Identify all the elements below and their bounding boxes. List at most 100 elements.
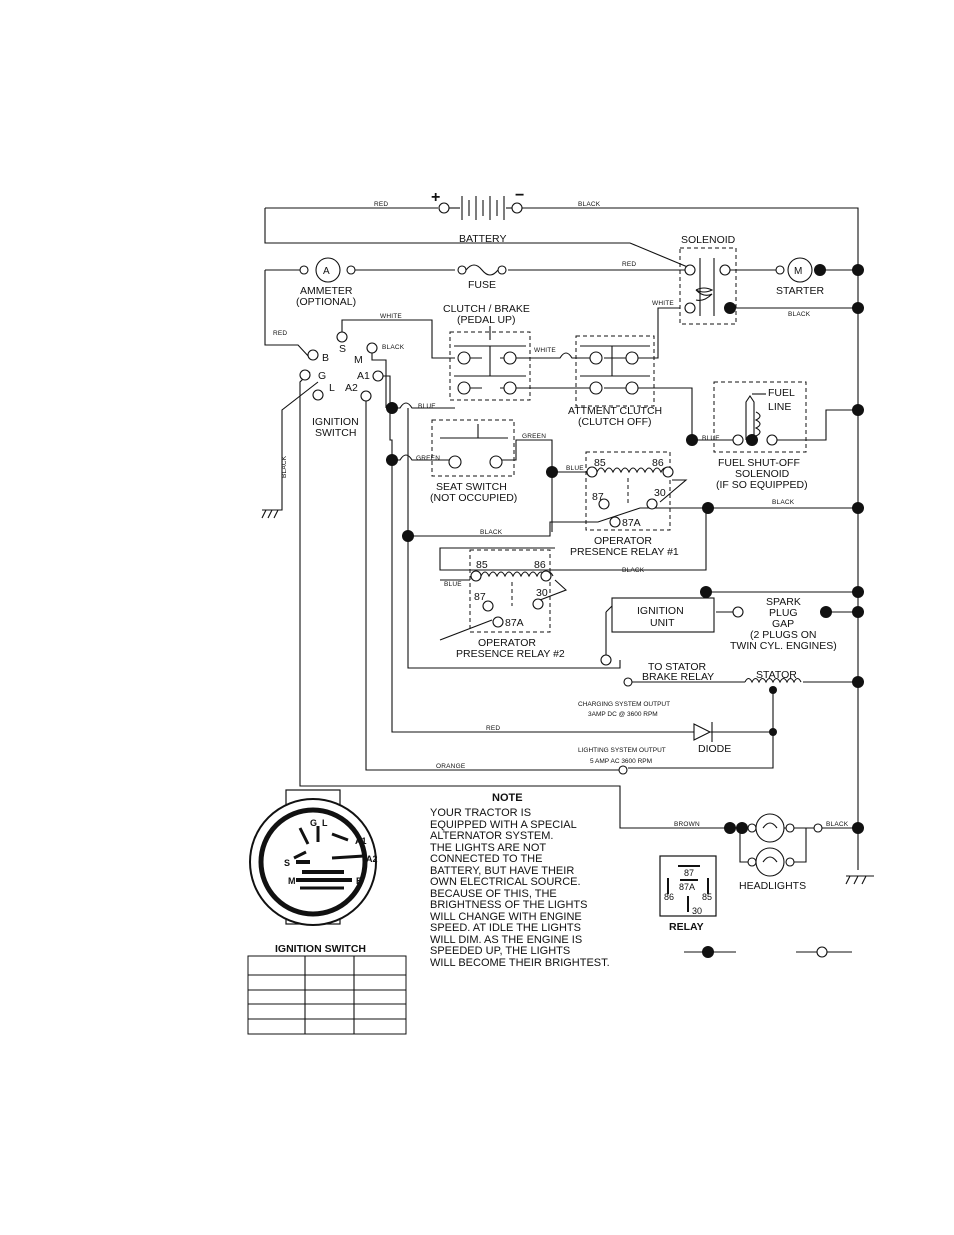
ammeter-symbol: A: [323, 266, 330, 277]
wire-label: BROWN: [674, 821, 700, 828]
ignition-terminal-l: L: [329, 382, 335, 394]
battery-plus: +: [431, 189, 440, 206]
relay2-terminal-87a: 87A: [505, 617, 524, 629]
starter-label: STARTER: [776, 285, 824, 297]
relay1-terminal-86: 86: [652, 457, 664, 469]
wire-label: RED: [374, 201, 388, 208]
note-line: ALTERNATOR SYSTEM.: [430, 830, 553, 842]
ignition-switch-label: IGNITION: [312, 416, 359, 428]
ignition-unit-label-2: UNIT: [650, 617, 675, 629]
switch-view-g: G: [310, 818, 317, 828]
note-line: EQUIPPED WITH A SPECIAL: [430, 819, 577, 831]
wire-label: BLUE: [702, 435, 720, 442]
relay2-terminal-87: 87: [474, 591, 486, 603]
headlights: HEADLIGHTS: [724, 813, 823, 892]
wire-label: BLACK: [281, 455, 288, 478]
stator: TO STATOR BRAKE RELAY STATOR CHARGING SY…: [578, 654, 802, 718]
operator-presence-relay-1: 85 86 87 30 87A OPERATOR PRESENCE RELAY …: [570, 457, 679, 558]
seat-switch-label: SEAT SWITCH: [436, 481, 507, 493]
switch-view-a2: A2: [366, 854, 378, 864]
wire-label: GREEN: [522, 433, 546, 440]
ammeter-sublabel: (OPTIONAL): [296, 296, 356, 308]
note-line: CONNECTED TO THE: [430, 853, 542, 865]
attment-clutch-switch: ATTMENT CLUTCH (CLUTCH OFF): [568, 345, 662, 428]
ignition-terminal-s: S: [339, 343, 346, 355]
dashed-boxes: [431, 247, 807, 633]
switch-view-a1: A1: [355, 836, 367, 846]
wire-label: RED: [486, 725, 500, 732]
charging-output-label: CHARGING SYSTEM OUTPUT: [578, 701, 670, 708]
legend-86: 86: [664, 892, 674, 902]
battery: + − BATTERY: [431, 187, 524, 245]
note-line: SPEEDED UP, THE LIGHTS: [430, 945, 570, 957]
spark-plug-label-4: (2 PLUGS ON: [750, 629, 817, 641]
relay2-terminal-30: 30: [536, 587, 548, 599]
wire-label: ORANGE: [436, 763, 466, 770]
fuel-solenoid-label-3: (IF SO EQUIPPED): [716, 479, 808, 491]
wire-label: WHITE: [534, 347, 556, 354]
seat-switch: SEAT SWITCH (NOT OCCUPIED): [430, 424, 517, 504]
switch-view-s: S: [284, 858, 290, 868]
wire-label: BLACK: [382, 344, 405, 351]
wire-label: BLUE: [566, 465, 584, 472]
battery-minus: −: [515, 187, 524, 204]
clutch-brake-sublabel: (PEDAL UP): [457, 314, 516, 326]
seat-switch-label-2: (NOT OCCUPIED): [430, 492, 517, 504]
ignition-switch-label-2: SWITCH: [315, 427, 356, 439]
wire-label: WHITE: [652, 300, 674, 307]
spark-plug-label-3: GAP: [772, 618, 794, 630]
fuel-solenoid-label: FUEL SHUT-OFF: [718, 457, 800, 469]
clutch-brake-switch: CLUTCH / BRAKE (PEDAL UP): [443, 303, 530, 395]
solenoid-label: SOLENOID: [681, 234, 736, 246]
ignition-terminal-m: M: [354, 354, 363, 366]
note-line: SPEED. AT IDLE THE LIGHTS: [430, 922, 581, 934]
note-line: WILL CHANGE WITH ENGINE: [430, 911, 582, 923]
relay1-label: OPERATOR: [594, 535, 652, 547]
symbol-legend: [684, 946, 852, 958]
splice-dots: [386, 264, 864, 834]
note-line: BATTERY, BUT HAVE THEIR: [430, 865, 574, 877]
wire-label: BLACK: [480, 529, 503, 536]
ignition-terminal-g: G: [318, 370, 326, 382]
fuel-line-label: FUEL: [768, 387, 795, 399]
wire-label: WHITE: [380, 313, 402, 320]
wire-label: GREEN: [416, 455, 440, 462]
note: NOTE YOUR TRACTOR IS EQUIPPED WITH A SPE…: [430, 792, 610, 969]
diode: DIODE LIGHTING SYSTEM OUTPUT 5 AMP AC 36…: [578, 722, 777, 775]
fuse-label: FUSE: [468, 279, 496, 291]
wires: [264, 207, 859, 870]
switch-table: [247, 955, 407, 1035]
attment-clutch-sublabel: (CLUTCH OFF): [578, 416, 652, 428]
note-line: BECAUSE OF THIS, THE: [430, 888, 557, 900]
wire-label: BLUE: [444, 581, 462, 588]
relay2-label: OPERATOR: [478, 637, 536, 649]
wire-label: BLUE: [418, 403, 436, 410]
wire-label: BLACK: [772, 499, 795, 506]
switch-view-l: L: [322, 818, 328, 828]
note-line: OWN ELECTRICAL SOURCE.: [430, 876, 581, 888]
lighting-output-label-2: 5 AMP AC 3600 RPM: [590, 758, 652, 765]
ignition-switch-view-title: IGNITION SWITCH: [275, 943, 366, 955]
relay1-label-2: PRESENCE RELAY #1: [570, 546, 679, 558]
note-line: WILL BECOME THEIR BRIGHTEST.: [430, 957, 610, 969]
to-stator-label-2: BRAKE RELAY: [642, 671, 714, 683]
clutch-brake-label: CLUTCH / BRAKE: [443, 303, 530, 315]
lighting-output-label: LIGHTING SYSTEM OUTPUT: [578, 747, 666, 754]
switch-view-b: B: [356, 876, 363, 886]
relay-legend-title: RELAY: [669, 921, 704, 933]
relay1-terminal-30: 30: [654, 487, 666, 499]
charging-output-label-2: 3AMP DC @ 3600 RPM: [588, 711, 658, 718]
battery-label: BATTERY: [459, 233, 506, 245]
note-line: THE LIGHTS ARE NOT: [430, 842, 546, 854]
wire-label: BLACK: [788, 311, 811, 318]
legend-87a: 87A: [679, 882, 695, 892]
relay2-terminal-86: 86: [534, 559, 546, 571]
solenoid: SOLENOID: [681, 234, 736, 316]
switch-view-m: M: [288, 876, 296, 886]
ignition-switch-view: G L A1 S A2 M B IGNITION SWITCH: [249, 789, 378, 955]
starter-symbol: M: [794, 266, 802, 277]
ammeter-label: AMMETER: [300, 285, 353, 297]
fuel-solenoid: FUEL LINE FUEL SHUT-OFF SOLENOID (IF SO …: [716, 387, 808, 491]
fuel-solenoid-label-2: SOLENOID: [735, 468, 790, 480]
wire-label: BLACK: [826, 821, 849, 828]
